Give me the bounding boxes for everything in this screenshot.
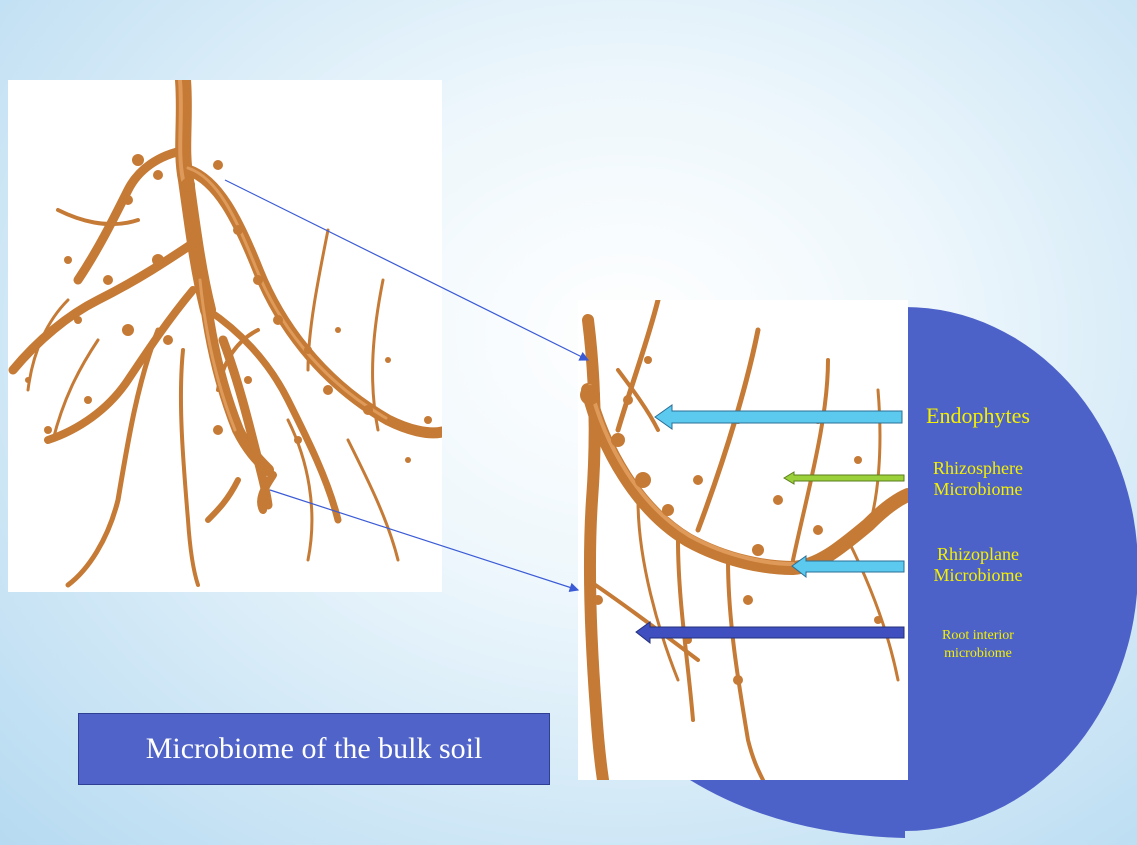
rhizosphere-label-line-2: Microbiome [898, 479, 1058, 500]
rhizoplane-arrow [792, 556, 904, 577]
rhizosphere-label-line-1: Rhizosphere [898, 458, 1058, 479]
rhizoplane-label-line-2: Microbiome [898, 565, 1058, 586]
root-interior-label-line-1: Root interior [898, 627, 1058, 645]
rhizosphere-arrow [784, 472, 904, 484]
endophytes-arrow [655, 405, 902, 429]
zoom-connector-bottom [270, 490, 578, 590]
root-interior-label: Root interior microbiome [898, 627, 1058, 663]
bulk-soil-caption: Microbiome of the bulk soil [146, 732, 483, 766]
rhizoplane-label-line-1: Rhizoplane [898, 544, 1058, 565]
zoom-connector-top [225, 180, 588, 360]
root-interior-arrow [636, 622, 904, 643]
endophytes-label-text: Endophytes [898, 403, 1058, 428]
root-interior-label-line-2: microbiome [898, 645, 1058, 663]
rhizoplane-label: Rhizoplane Microbiome [898, 544, 1058, 585]
rhizosphere-label: Rhizosphere Microbiome [898, 458, 1058, 499]
endophytes-label: Endophytes [898, 403, 1058, 428]
bulk-soil-caption-box: Microbiome of the bulk soil [78, 713, 550, 785]
